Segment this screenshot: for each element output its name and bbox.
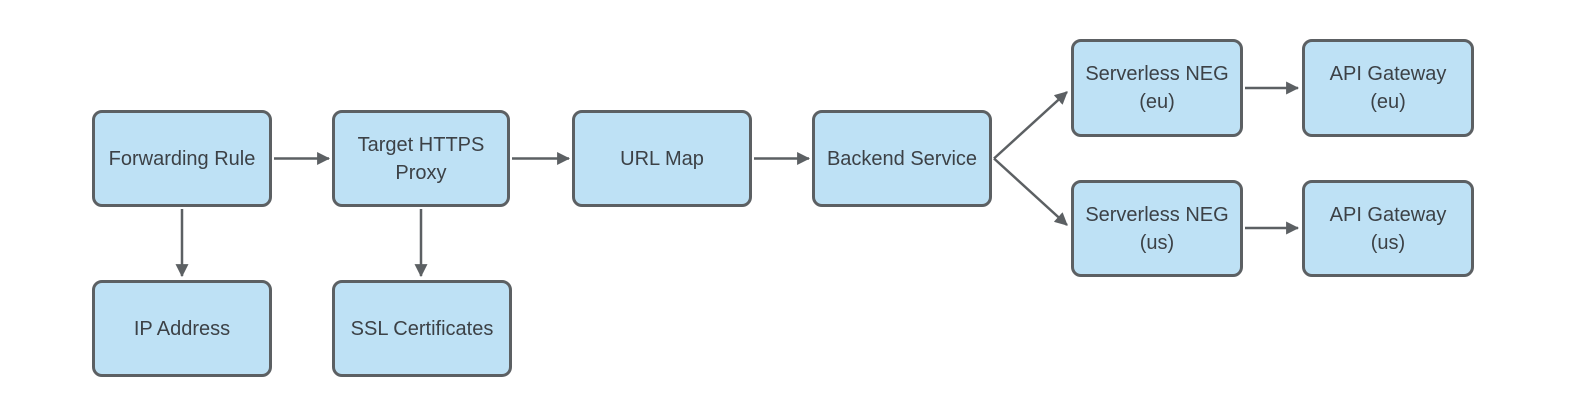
- node-api-gateway-us[interactable]: API Gateway (us): [1302, 180, 1474, 277]
- node-serverless-neg-eu[interactable]: Serverless NEG (eu): [1071, 39, 1243, 137]
- node-forwarding-rule[interactable]: Forwarding Rule: [92, 110, 272, 207]
- edge-backend-service-to-serverless-neg-us: [993, 157, 1068, 226]
- node-url-map[interactable]: URL Map: [572, 110, 752, 207]
- node-label: API Gateway (eu): [1329, 63, 1447, 113]
- node-target-https-proxy[interactable]: Target HTTPS Proxy: [332, 110, 510, 207]
- node-label: API Gateway (us): [1329, 203, 1447, 254]
- node-ssl-certificates[interactable]: SSL Certificates: [332, 280, 512, 377]
- node-label: IP Address: [133, 317, 231, 340]
- node-label: Backend Service: [826, 147, 978, 170]
- node-label: SSL Certificates: [350, 317, 494, 340]
- node-label: URL Map: [620, 147, 704, 170]
- node-label: Target HTTPS Proxy: [357, 133, 485, 184]
- node-label: Forwarding Rule: [108, 147, 256, 170]
- node-label: Serverless NEG (us): [1085, 203, 1229, 254]
- edge-backend-service-to-serverless-neg-eu: [993, 91, 1068, 160]
- node-serverless-neg-us[interactable]: Serverless NEG (us): [1071, 180, 1243, 277]
- node-label: Serverless NEG (eu): [1085, 63, 1229, 113]
- node-backend-service[interactable]: Backend Service: [812, 110, 992, 207]
- node-api-gateway-eu[interactable]: API Gateway (eu): [1302, 39, 1474, 137]
- node-ip-address[interactable]: IP Address: [92, 280, 272, 377]
